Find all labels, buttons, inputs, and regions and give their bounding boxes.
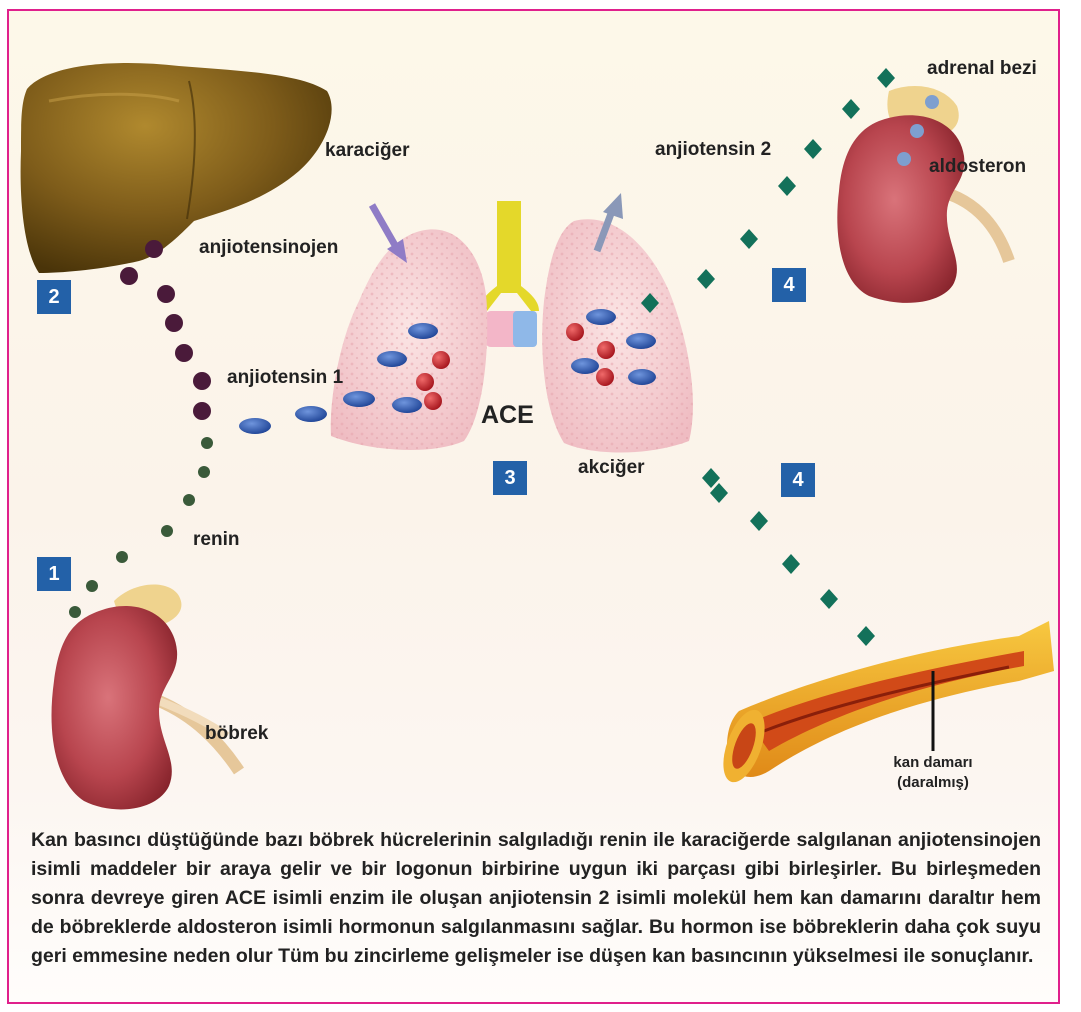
label-ace: ACE: [481, 401, 534, 430]
step-badge-4-top: 4: [772, 268, 806, 302]
step-badge-3: 3: [493, 461, 527, 495]
label-anjiotensin1: anjiotensin 1: [227, 367, 343, 389]
label-anjiotensin2: anjiotensin 2: [655, 139, 771, 161]
label-kan-damari-line2: (daralmış): [877, 773, 989, 793]
diagram-frame: karaciğer anjiotensinojen anjiotensin 1 …: [7, 9, 1060, 1004]
label-kan-damari-line1: kan damarı: [877, 753, 989, 773]
kidney-left: [52, 585, 239, 810]
angiotensinogen-dots: [120, 240, 211, 420]
step-badge-2: 2: [37, 280, 71, 314]
label-renin: renin: [193, 529, 239, 551]
step-badge-4-bottom: 4: [781, 463, 815, 497]
label-akciger: akciğer: [578, 457, 645, 479]
label-adrenal-bezi: adrenal bezi: [927, 58, 1037, 80]
caption-text: Kan basıncı düştüğünde bazı böbrek hücre…: [31, 826, 1041, 971]
label-karaciger: karaciğer: [325, 140, 410, 162]
label-kan-damari: kan damarı (daralmış): [877, 753, 989, 793]
label-anjiotensinojen: anjiotensinojen: [199, 237, 338, 259]
label-bobrek: böbrek: [205, 723, 268, 745]
label-aldosteron: aldosteron: [929, 156, 1026, 178]
step-badge-1: 1: [37, 557, 71, 591]
kidney-right: [837, 86, 1009, 303]
